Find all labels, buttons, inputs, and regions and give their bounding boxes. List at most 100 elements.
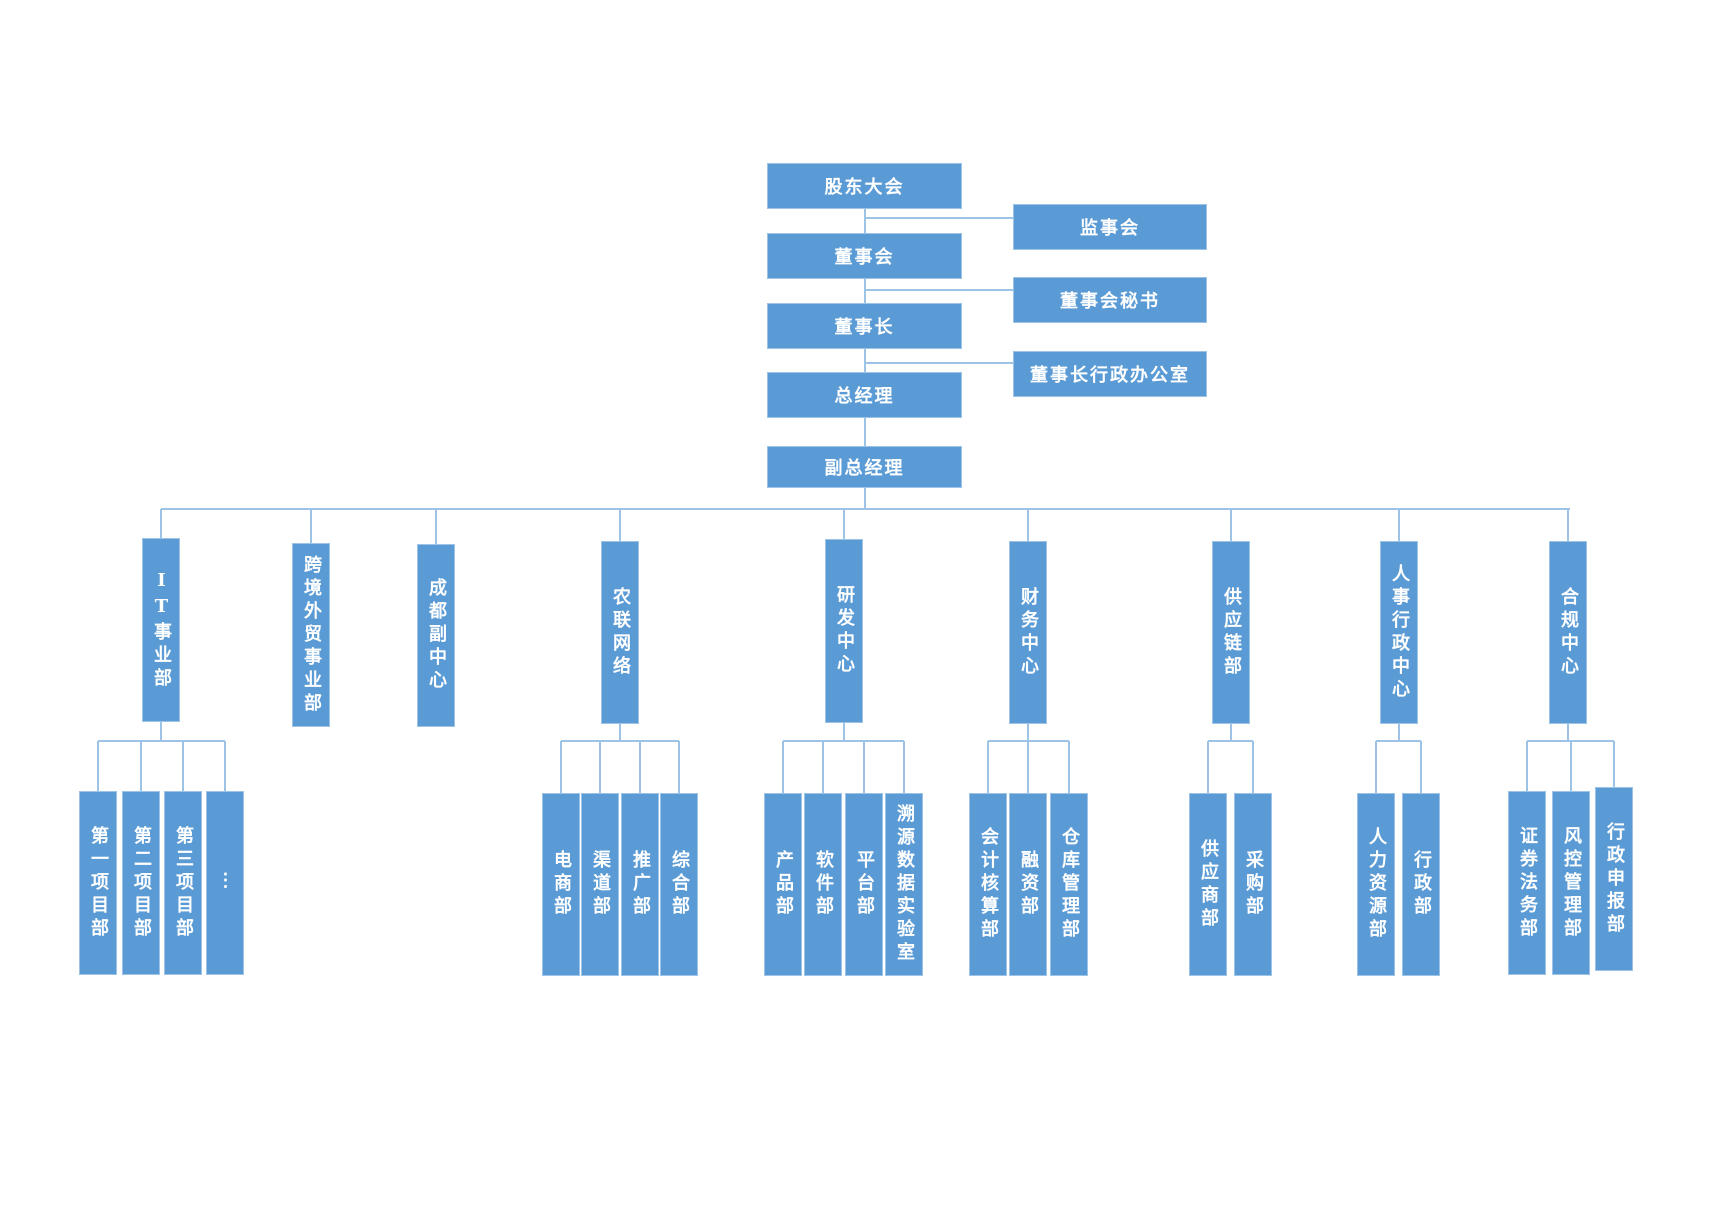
box-label: 行政申报部: [1604, 821, 1625, 937]
box-label: 产品部: [773, 850, 794, 919]
connector-line: [843, 509, 845, 539]
box-label: 董事会: [834, 247, 895, 268]
box-label: 第一项目部: [88, 825, 109, 941]
chain-box-4: 副总经理: [767, 446, 962, 488]
connector-line: [1526, 741, 1528, 791]
box-label: 采购部: [1243, 850, 1264, 919]
box-label: 研发中心: [834, 585, 855, 677]
connector-line: [783, 740, 904, 742]
connector-line: [1613, 741, 1615, 787]
connector-line: [1208, 740, 1253, 742]
box-label: 电商部: [551, 850, 572, 919]
connector-line: [1027, 724, 1029, 741]
box-label: 溯源数据实验室: [894, 804, 915, 965]
box-label: IT事业部: [151, 569, 172, 691]
unit-box: 采购部: [1234, 793, 1272, 976]
chain-box-1: 董事会: [767, 233, 962, 279]
box-label: ⋮: [215, 870, 236, 896]
chain-box-2: 董事长: [767, 303, 962, 349]
box-label: 跨境外贸事业部: [301, 554, 322, 716]
box-label: 融资部: [1018, 850, 1039, 919]
connector-line: [161, 508, 1570, 510]
box-label: 平台部: [854, 850, 875, 919]
unit-box: 风控管理部: [1552, 791, 1590, 975]
unit-box: 证券法务部: [1508, 791, 1546, 975]
unit-box: 综合部: [660, 793, 698, 976]
connector-line: [1252, 741, 1254, 793]
connector-line: [619, 724, 621, 741]
side-box-2: 董事长行政办公室: [1013, 351, 1207, 397]
connector-line: [678, 741, 680, 793]
connector-line: [865, 289, 1013, 291]
connector-line: [1375, 741, 1377, 793]
connector-line: [619, 509, 621, 541]
box-label: 证券法务部: [1517, 825, 1538, 941]
box-label: 董事会秘书: [1060, 291, 1160, 312]
connector-line: [160, 509, 162, 538]
department-box: 研发中心: [825, 539, 863, 723]
box-label: 董事长: [834, 317, 895, 338]
box-label: 成都副中心: [426, 578, 447, 693]
unit-box: ⋮: [206, 791, 244, 975]
unit-box: 溯源数据实验室: [885, 793, 923, 976]
unit-box: 第三项目部: [164, 791, 202, 975]
department-box: 成都副中心: [417, 544, 455, 727]
connector-line: [1230, 509, 1232, 541]
connector-line: [1567, 724, 1569, 741]
connector-line: [97, 741, 99, 791]
box-label: 软件部: [813, 850, 834, 919]
connector-line: [1207, 741, 1209, 793]
unit-box: 融资部: [1009, 793, 1047, 976]
box-label: 会计核算部: [978, 827, 999, 942]
unit-box: 会计核算部: [969, 793, 1007, 976]
connector-line: [560, 741, 562, 793]
department-box: 供应链部: [1212, 541, 1250, 724]
unit-box: 第一项目部: [79, 791, 117, 975]
unit-box: 人力资源部: [1357, 793, 1395, 976]
connector-line: [1230, 724, 1232, 741]
unit-box: 产品部: [764, 793, 802, 976]
department-box: 人事行政中心: [1380, 541, 1418, 724]
box-label: 人事行政中心: [1389, 563, 1410, 702]
department-box: 财务中心: [1009, 541, 1047, 724]
box-label: 股东大会: [824, 177, 905, 198]
box-label: 合规中心: [1558, 586, 1579, 679]
chain-box-3: 总经理: [767, 372, 962, 418]
connector-line: [435, 509, 437, 544]
department-box: 跨境外贸事业部: [292, 543, 330, 727]
department-box: IT事业部: [142, 538, 180, 722]
box-label: 推广部: [630, 850, 651, 919]
unit-box: 渠道部: [581, 793, 619, 976]
connector-line: [865, 217, 1013, 219]
connector-line: [863, 741, 865, 793]
connector-line: [224, 741, 226, 791]
connector-line: [160, 722, 162, 741]
unit-box: 电商部: [542, 793, 580, 976]
box-label: 第二项目部: [131, 825, 152, 941]
box-label: 副总经理: [824, 458, 905, 479]
box-label: 风控管理部: [1561, 825, 1582, 941]
box-label: 董事长行政办公室: [1030, 365, 1190, 386]
unit-box: 行政部: [1402, 793, 1440, 976]
side-box-1: 董事会秘书: [1013, 277, 1207, 323]
connector-line: [903, 741, 905, 793]
unit-box: 软件部: [804, 793, 842, 976]
box-label: 渠道部: [590, 850, 611, 919]
connector-line: [843, 723, 845, 741]
unit-box: 第二项目部: [122, 791, 160, 975]
box-label: 行政部: [1411, 850, 1432, 919]
connector-line: [864, 209, 866, 509]
connector-line: [599, 741, 601, 793]
unit-box: 推广部: [621, 793, 659, 976]
connector-line: [140, 741, 142, 791]
box-label: 供应链部: [1221, 586, 1242, 679]
unit-box: 仓库管理部: [1050, 793, 1088, 976]
side-box-0: 监事会: [1013, 204, 1207, 250]
connector-line: [1567, 509, 1569, 541]
connector-line: [98, 740, 225, 742]
connector-line: [1420, 741, 1422, 793]
connector-line: [1027, 741, 1029, 793]
connector-line: [1398, 724, 1400, 741]
department-box: 合规中心: [1549, 541, 1587, 724]
